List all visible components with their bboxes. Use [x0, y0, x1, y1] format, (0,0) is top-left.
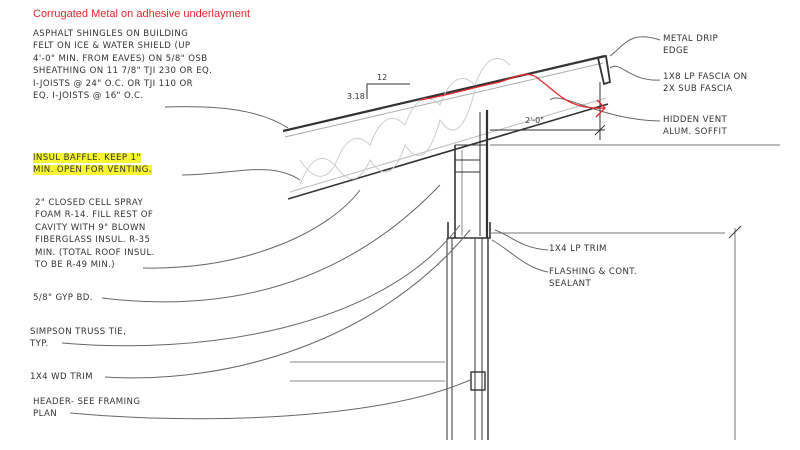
fascia [596, 54, 612, 86]
pitch-symbol [366, 83, 410, 99]
note-lp-trim: 1X4 LP TRIM [549, 244, 607, 254]
roof-sheathing-line [282, 54, 606, 133]
top-plate [455, 144, 487, 173]
annotation-vent-path [419, 73, 606, 118]
joist-bottom-line [287, 103, 609, 200]
note-wd-trim: 1X4 WD TRIM [30, 372, 93, 382]
note-flashing: FLASHING & CONT.SEALANT [549, 267, 638, 290]
note-insul-baffle: INSUL BAFFLE. KEEP 1"MIN. OPEN FOR VENTI… [33, 153, 152, 176]
overhang-label: 2'-0" [525, 116, 544, 125]
pitch-run-label: 12 [377, 73, 388, 82]
annotation-title: Corrugated Metal on adhesive underlaymen… [33, 8, 251, 20]
leader-lines [61, 36, 661, 420]
pitch-rise-label: 3.18 [347, 92, 365, 101]
note-truss-tie: SIMPSON TRUSS TIE,TYP. [30, 327, 127, 350]
note-gyp-bd: 5/8" GYP BD. [33, 293, 93, 303]
header-block [447, 222, 491, 239]
window-jamb [446, 238, 489, 440]
insulation-hatch [299, 57, 511, 186]
